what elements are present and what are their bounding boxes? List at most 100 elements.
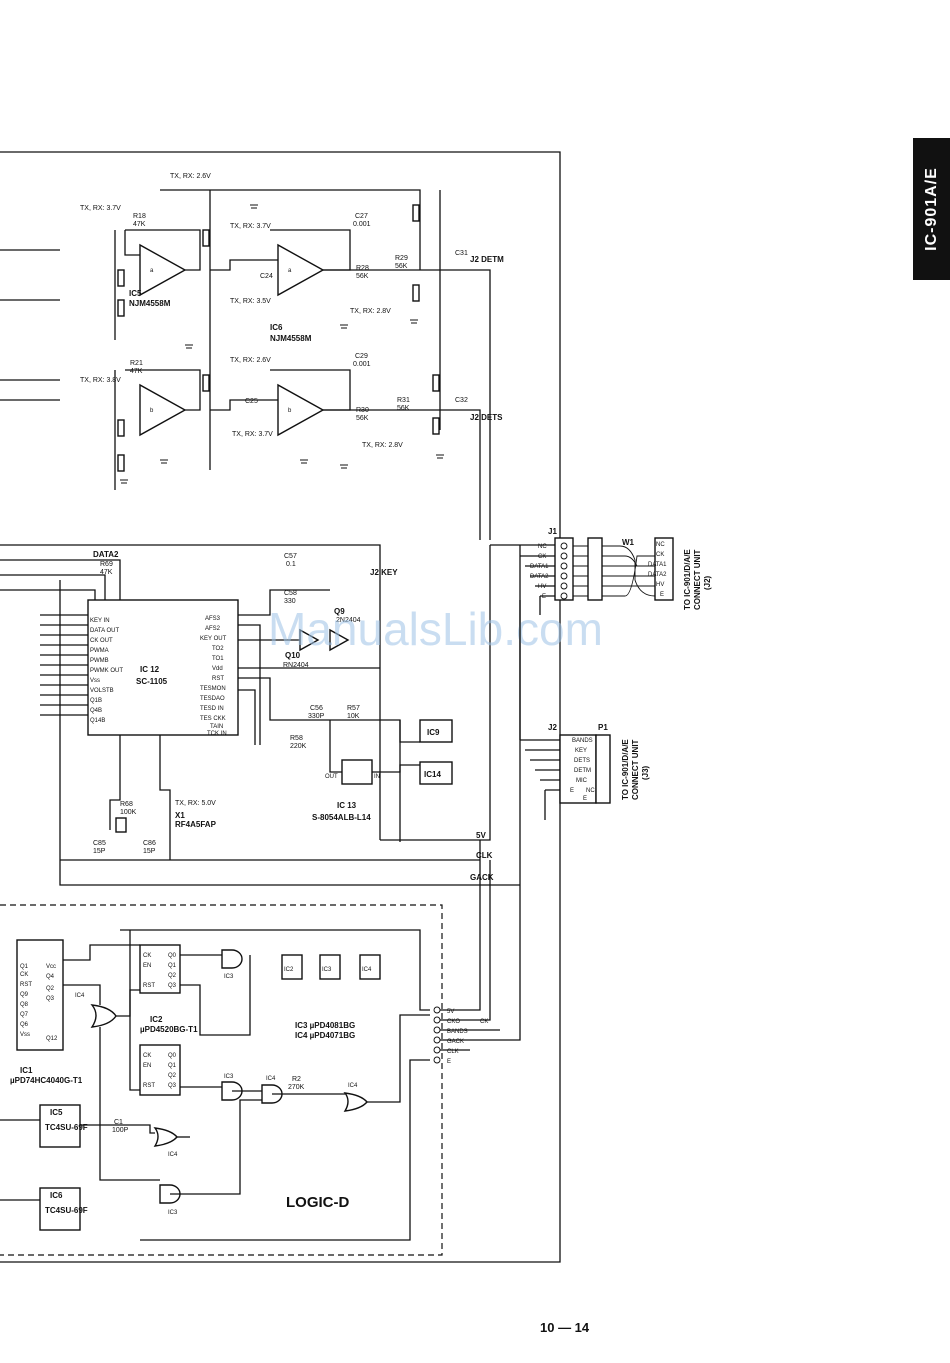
ic12-wiring [0,544,521,886]
ic2-pin: CK [143,953,151,959]
ic13-in: IN [374,774,380,780]
r58-value: 220K [290,743,307,750]
r18-label: R18 [133,213,146,220]
wire [124,230,140,256]
ground-symbols [120,204,444,484]
w1-pin: CK [656,552,664,558]
j2-pin: DETS [574,758,590,764]
r29-label: R29 [395,255,408,262]
j2-connector [559,734,597,804]
voltage-label-2: TX, RX: 3.7V [80,205,121,212]
ic4-gate-bottom-label: IC4 [168,1152,178,1158]
page-number: 10 — 14 [540,1320,590,1335]
r30-label: R30 [356,407,369,414]
c27-value: 0.001 [353,221,371,228]
ic4-note: IC4 µPD4071BG [295,1031,355,1040]
r23-resistor [117,454,125,472]
ic5a-opamp [139,243,187,297]
r69-value: 47K [100,569,113,576]
ic12-pin-label: Q1B [90,698,102,704]
ic12-pin-label: TESMON [200,686,226,692]
logic-wiring [0,929,430,1241]
r30-value: 56K [356,415,369,422]
data2-label: DATA2 [93,550,119,559]
watermark-text: ManualsLib.com [268,603,603,655]
ic1-pin: Q6 [20,1022,29,1028]
ic1-label: IC1 [20,1066,33,1075]
ic12-pin-label: TO2 [212,646,224,652]
r28-label: R28 [356,265,369,272]
c25-label: C25 [245,398,258,405]
ic6-label: IC6 [270,323,283,332]
ic12-pin-label: DATA OUT [90,628,119,634]
ic12-pin-label: TESDAO [200,696,225,702]
ic12-pin-label: RST [212,676,224,682]
r33-resistor [412,284,420,302]
j2-pin: MIC [576,778,588,784]
x1-label: X1 [175,811,185,820]
wire [323,269,491,540]
q9-part: 2N2404 [336,617,361,624]
voltage-label-9: TX, RX: 2.8V [362,442,403,449]
q10-label: Q10 [285,651,301,660]
j2-key-label: J2 KEY [370,568,398,577]
w1-pin: DATA2 [648,572,667,578]
ic2-pin: Q3 [168,983,177,989]
ic3-gate-mid-label: IC3 [224,1074,234,1080]
ic1-pin: Q3 [46,996,55,1002]
c57-label: C57 [284,553,297,560]
ic13-out: OUT [325,774,338,780]
ic1-pin: Q2 [46,986,55,992]
ic1-pin: RST [20,982,32,988]
bus-gack-label: GACK [470,873,494,882]
j2-detm-label: J2 DETM [470,255,504,264]
sheet-border [0,151,561,1263]
wire [210,259,278,271]
ic1-pin: Q4 [46,974,55,980]
c56-value: 330P [308,713,325,720]
p1-connector [595,734,611,804]
c58-value: 330 [284,598,296,605]
ic2-pin: Q1 [168,963,177,969]
ic4-gate-left [90,1004,117,1028]
ic13-chip [341,759,373,785]
r34-resistor [432,374,440,392]
r22-resistor [117,419,125,437]
ic4-gate-bottom [153,1127,178,1147]
j2-pin: E [570,788,574,794]
ic13-wiring [329,719,420,842]
ic6a-unit: a [288,268,292,274]
ic1-part: µPD74HC4040G-T1 [10,1076,83,1085]
ic3-note: IC3 µPD4081BG [295,1021,355,1030]
j1-pin: DATA1 [530,564,549,570]
c29-label: C29 [355,353,368,360]
logic-bus-wiring [440,840,521,1051]
ic5-logic-chip [39,1104,81,1148]
r68-label: R68 [120,801,133,808]
w1-wiring [573,545,656,597]
r69-label: R69 [100,561,113,568]
c27-label: C27 [355,213,368,220]
c24-label: C24 [260,273,273,280]
ic2-pin: EN [143,1063,151,1069]
ic4-gate-right-label: IC4 [348,1083,358,1089]
r21-label: R21 [130,360,143,367]
q10-part: RN2404 [283,662,309,669]
c56-label: C56 [310,705,323,712]
c58-label: C58 [284,590,297,597]
r57-label: R57 [347,705,360,712]
c85-value: 15P [93,848,106,855]
ic5-logic-part: TC4SU-69F [45,1123,88,1132]
voltage-label-8: TX, RX: 3.7V [232,431,273,438]
c32-label: C32 [455,397,468,404]
ic1-chip [16,939,64,1051]
ic2-part: µPD4520BG-T1 [140,1025,198,1034]
logic-bus-pin: GACK [447,1039,464,1045]
ic2-pin: Q2 [168,973,177,979]
ic12-pin-label: PWMK OUT [90,668,123,674]
ic6b-unit: b [288,408,292,414]
ic4-gate-mid-label: IC4 [266,1076,276,1082]
j1-pins-circles [560,542,568,600]
w1-plug [587,537,603,601]
w1-pin: DATA1 [648,562,667,568]
